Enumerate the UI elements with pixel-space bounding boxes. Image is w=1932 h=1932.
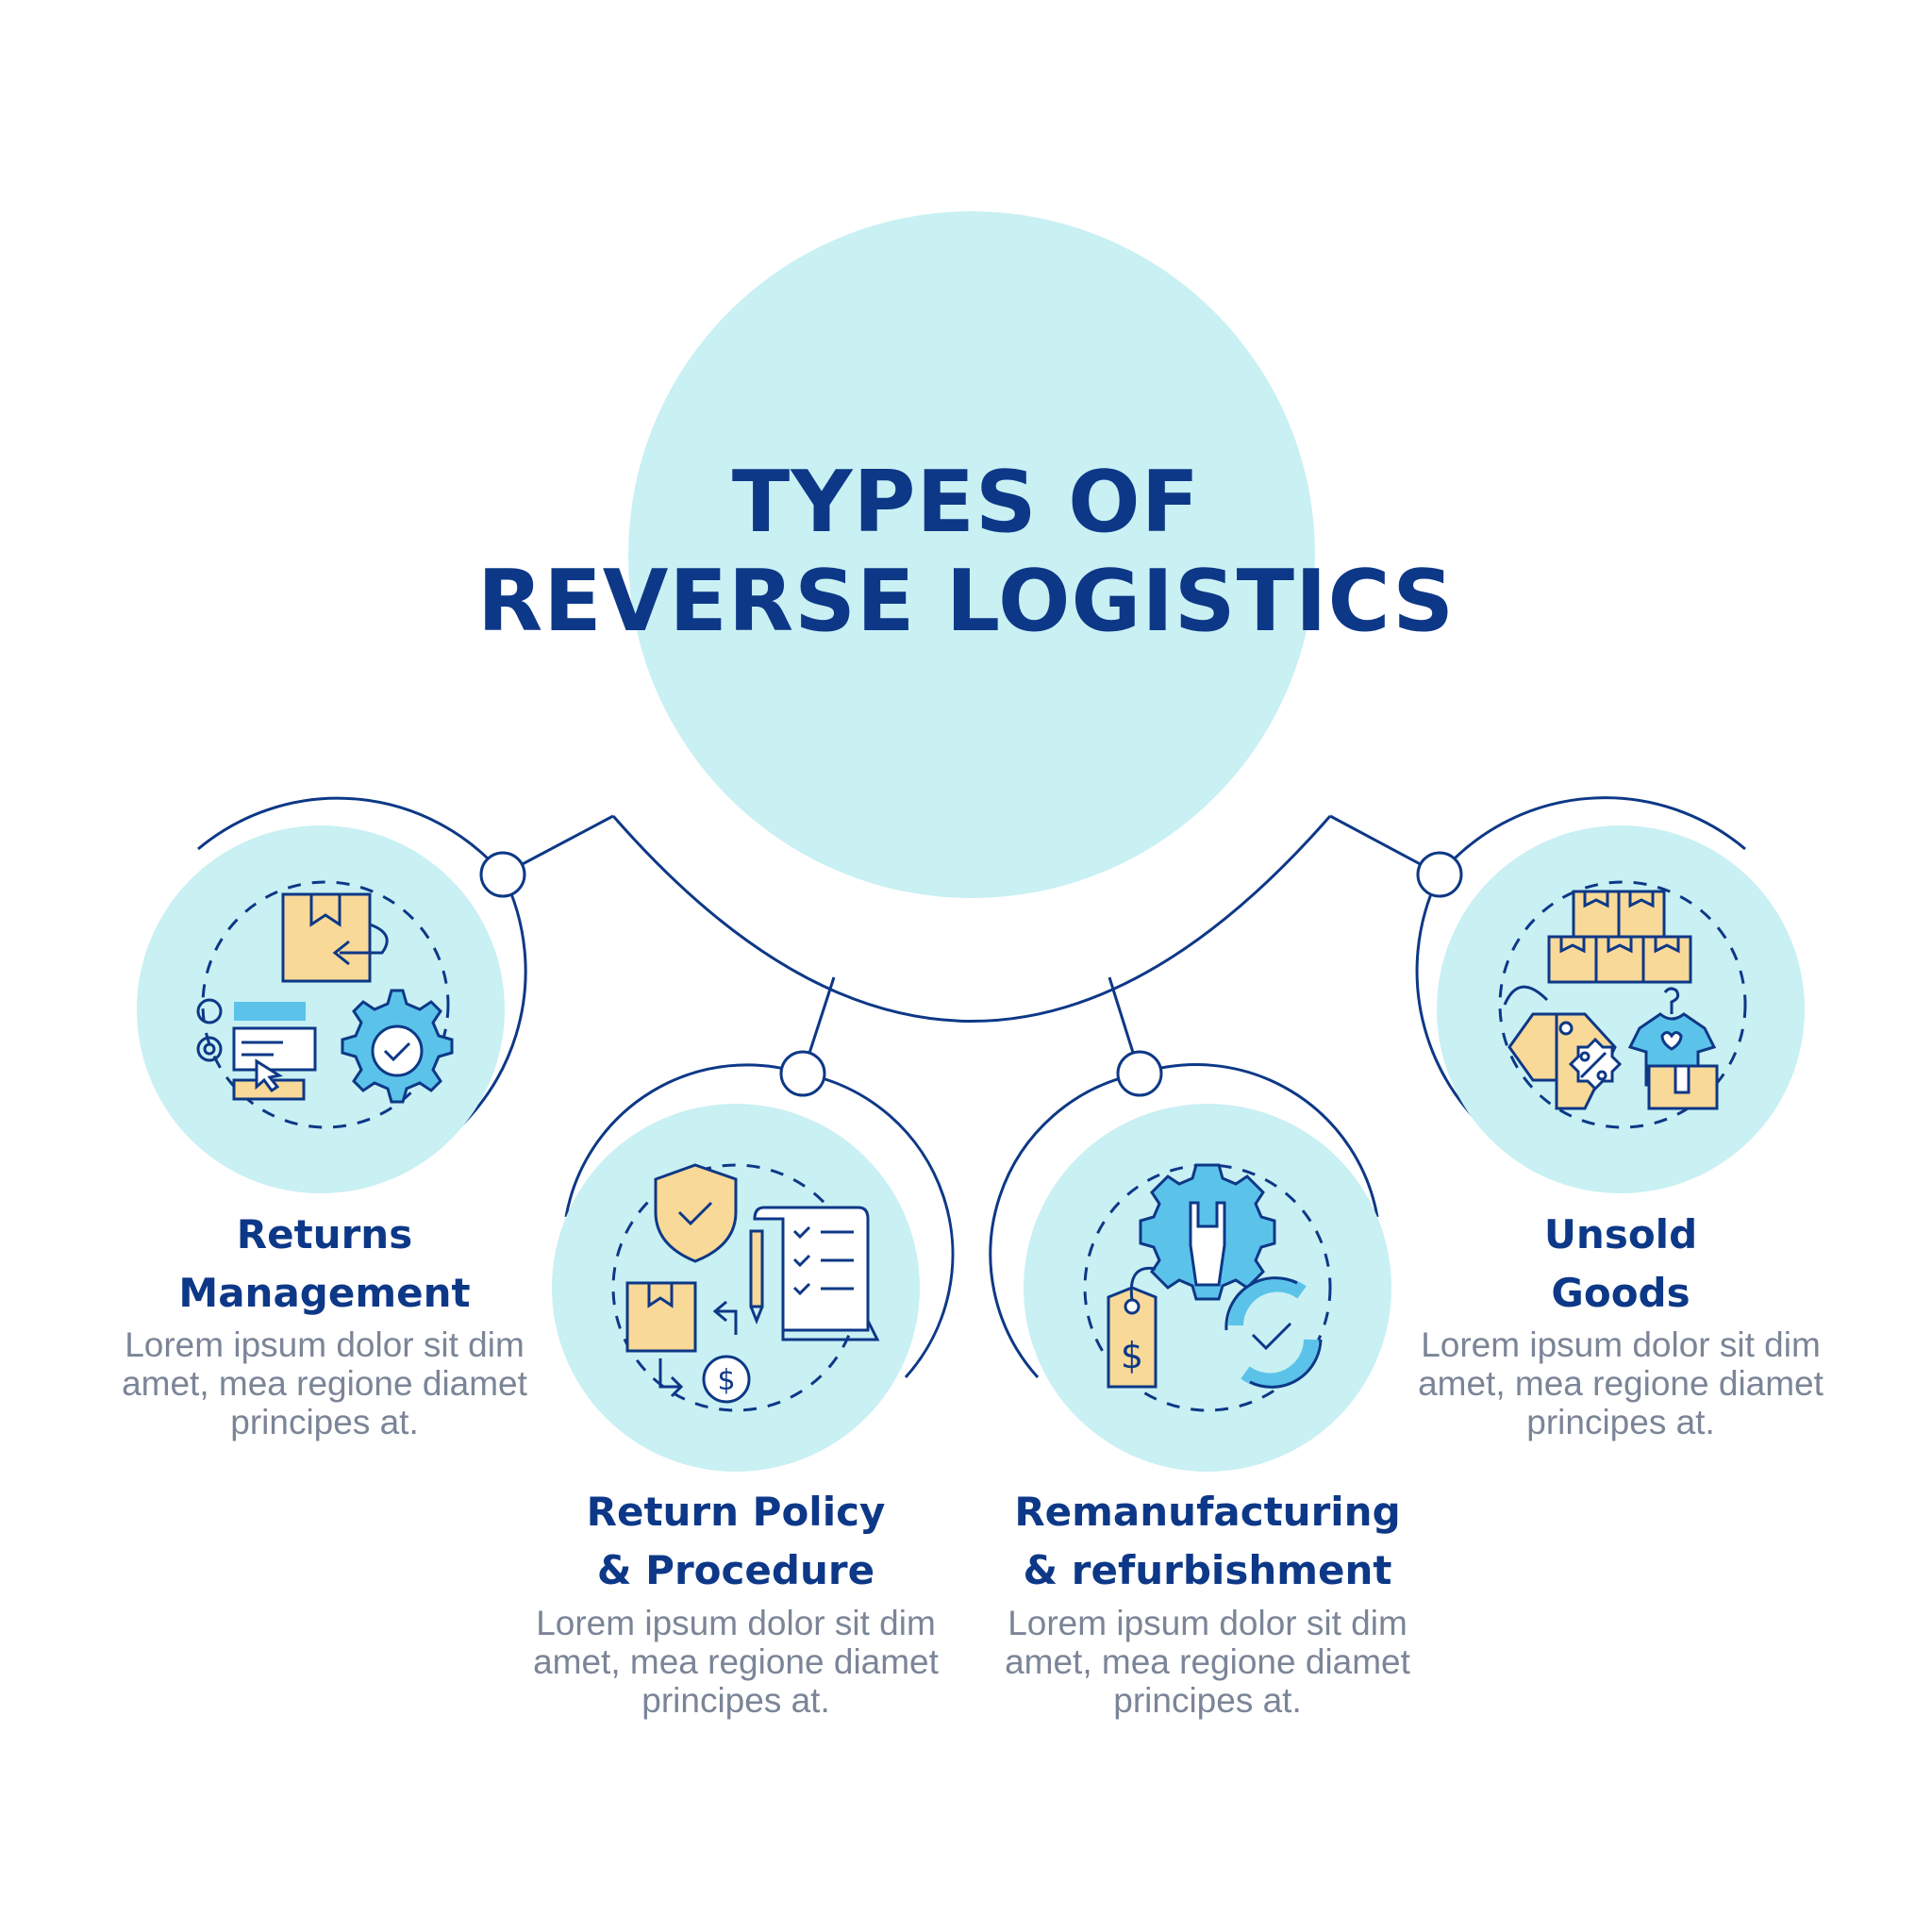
item-2-label-line-2: & Procedure: [596, 1547, 875, 1593]
outline-arc-4b: [1438, 796, 1746, 875]
outline-arc-2b: [564, 1063, 804, 1218]
item-2-desc-line-2: amet, mea regione diamet: [533, 1642, 939, 1681]
item-2-desc-line-1: Lorem ipsum dolor sit dim: [536, 1604, 936, 1642]
connector-dot-4: [1416, 851, 1463, 898]
item-2-desc-line-3: principes at.: [641, 1681, 830, 1720]
connector-dot-3: [1116, 1050, 1163, 1097]
item-3-description: Lorem ipsum dolor sit dim amet, mea regi…: [962, 1604, 1453, 1720]
item-1-label-line-2: Management: [178, 1270, 471, 1316]
center-circle: [628, 211, 1315, 898]
outline-arc-3b: [1139, 1063, 1379, 1218]
item-1-desc-line-3: principes at.: [230, 1403, 419, 1441]
item-1-desc-line-1: Lorem ipsum dolor sit dim: [125, 1325, 525, 1364]
item-4-desc-line-3: principes at.: [1526, 1403, 1715, 1441]
item-2-label: Return Policy & Procedure: [491, 1483, 981, 1600]
return-policy-icon: $: [611, 1163, 880, 1412]
item-1-label-line-1: Returns: [236, 1211, 413, 1257]
item-4-desc-line-2: amet, mea regione diamet: [1418, 1364, 1824, 1403]
unsold-goods-icon: [1498, 880, 1747, 1129]
page-title-line-2: REVERSE LOGISTICS: [476, 552, 1456, 651]
item-4-label-line-1: Unsold: [1543, 1211, 1698, 1257]
item-3-desc-line-2: amet, mea regione diamet: [1005, 1642, 1410, 1681]
item-3-label-line-1: Remanufacturing: [1014, 1489, 1401, 1535]
item-4-desc-line-1: Lorem ipsum dolor sit dim: [1421, 1325, 1821, 1364]
item-circle-4: [1437, 825, 1805, 1193]
page-title-line-1: TYPES OF: [731, 453, 1201, 552]
outline-arc-1b: [197, 796, 505, 875]
connector-dot-2: [779, 1050, 826, 1097]
item-1-description: Lorem ipsum dolor sit dim amet, mea regi…: [79, 1325, 570, 1441]
item-4-description: Lorem ipsum dolor sit dim amet, mea regi…: [1375, 1325, 1866, 1441]
connector-arc: [611, 815, 1332, 1023]
item-3-desc-line-1: Lorem ipsum dolor sit dim: [1008, 1604, 1407, 1642]
outline-arc-3: [989, 1072, 1141, 1379]
item-circle-2: [552, 1104, 920, 1472]
item-returns-management-node: [137, 796, 527, 1193]
item-3-desc-line-3: principes at.: [1113, 1681, 1302, 1720]
remanufacturing-icon: $: [1083, 1163, 1332, 1412]
connector-dot-1: [479, 851, 526, 898]
item-2-description: Lorem ipsum dolor sit dim amet, mea regi…: [491, 1604, 981, 1720]
item-circle-1: [137, 825, 505, 1193]
item-3-label: Remanufacturing & refurbishment: [962, 1483, 1453, 1600]
outline-arc-2: [802, 1072, 955, 1379]
returns-management-icon: [196, 880, 454, 1129]
item-1-desc-line-2: amet, mea regione diamet: [122, 1364, 527, 1403]
item-unsold-goods-node: [1415, 796, 1805, 1193]
svg-text:$: $: [1121, 1335, 1143, 1376]
item-4-label: Unsold Goods: [1375, 1206, 1866, 1323]
item-4-label-line-2: Goods: [1551, 1270, 1690, 1316]
item-3-label-line-2: & refurbishment: [1023, 1547, 1392, 1593]
svg-text:$: $: [717, 1364, 735, 1397]
item-1-label: Returns Management: [79, 1206, 570, 1323]
item-return-policy-node: [552, 1050, 955, 1472]
item-2-label-line-1: Return Policy: [586, 1489, 886, 1535]
